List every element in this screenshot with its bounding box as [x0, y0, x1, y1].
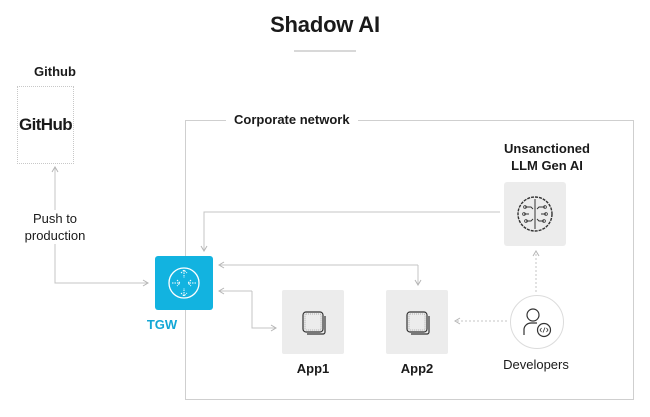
app2-label: App2 [400, 361, 434, 376]
tgw-label: TGW [146, 317, 178, 332]
tgw-node[interactable] [155, 256, 213, 310]
app1-node[interactable] [282, 290, 344, 354]
arrow-tgw-to-app1 [251, 291, 277, 332]
developer-user-icon [523, 308, 552, 338]
router-icon [168, 267, 200, 299]
app1-label: App1 [296, 361, 330, 376]
github-logo-icon: GitHub [18, 115, 73, 134]
app2-node[interactable] [386, 290, 448, 354]
llm-label: Unsanctioned LLM Gen AI [504, 141, 590, 173]
developers-node[interactable] [510, 295, 564, 349]
push-to-production-label: Push to production [10, 210, 100, 244]
title-underline [294, 50, 356, 52]
stacked-squares-icon [406, 311, 430, 335]
stacked-squares-icon [302, 311, 326, 335]
github-label: Github [34, 64, 76, 79]
arrow-llm-to-tgw [200, 211, 500, 252]
ai-brain-circuit-icon [517, 196, 553, 232]
page-title: Shadow AI [270, 12, 380, 37]
corporate-network-label: Corporate network [226, 112, 358, 127]
llm-node[interactable] [504, 182, 566, 246]
developers-label: Developers [503, 357, 569, 372]
github-node[interactable]: GitHub [17, 86, 74, 164]
